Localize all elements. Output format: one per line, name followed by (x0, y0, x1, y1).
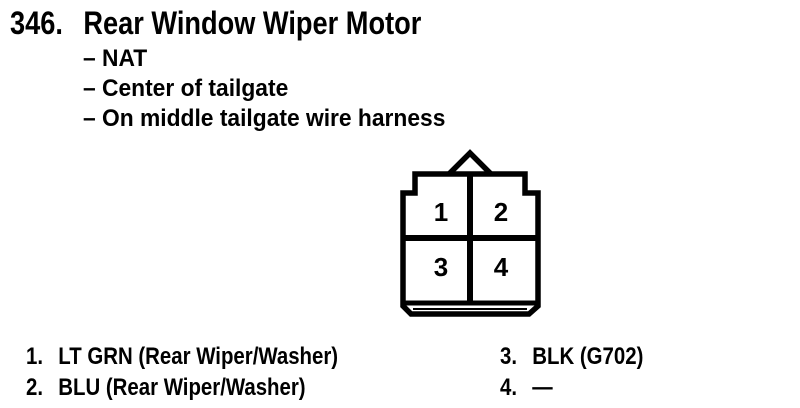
legend-left-column: 1. LT GRN (Rear Wiper/Washer) 2. BLU (Re… (26, 341, 338, 403)
legend-pin-number: 4. (500, 374, 518, 401)
legend-item-pin-4: 4. — (500, 372, 643, 403)
legend-item-pin-3: 3. BLK (G702) (500, 341, 643, 372)
note-line: – Center of tailgate (83, 75, 289, 102)
legend-item-pin-1: 1. LT GRN (Rear Wiper/Washer) (26, 341, 338, 372)
legend-item-pin-2: 2. BLU (Rear Wiper/Washer) (26, 372, 338, 403)
note-line: – On middle tailgate wire harness (83, 105, 446, 132)
pin-4-number: 4 (494, 252, 509, 282)
legend-pin-number: 1. (26, 343, 44, 370)
legend-right-column: 3. BLK (G702) 4. — (500, 341, 643, 403)
pin-1-number: 1 (434, 197, 448, 227)
note-line: – NAT (83, 45, 148, 72)
location-notes: – NAT – Center of tailgate – On middle t… (83, 44, 445, 134)
legend-wire-label: — (532, 374, 553, 401)
legend-wire-label: BLK (G702) (532, 343, 644, 370)
pin-3-number: 3 (434, 252, 448, 282)
section-title-text: Rear Window Wiper Motor (83, 5, 422, 41)
connector-diagram: 1 2 3 4 (400, 149, 541, 317)
legend-wire-label: LT GRN (Rear Wiper/Washer) (58, 343, 339, 370)
legend-pin-number: 3. (500, 343, 518, 370)
page-title: 346. Rear Window Wiper Motor (10, 5, 421, 42)
legend-pin-number: 2. (26, 374, 44, 401)
pin-2-number: 2 (494, 197, 508, 227)
legend-wire-label: BLU (Rear Wiper/Washer) (58, 374, 306, 401)
section-number: 346. (10, 5, 63, 41)
